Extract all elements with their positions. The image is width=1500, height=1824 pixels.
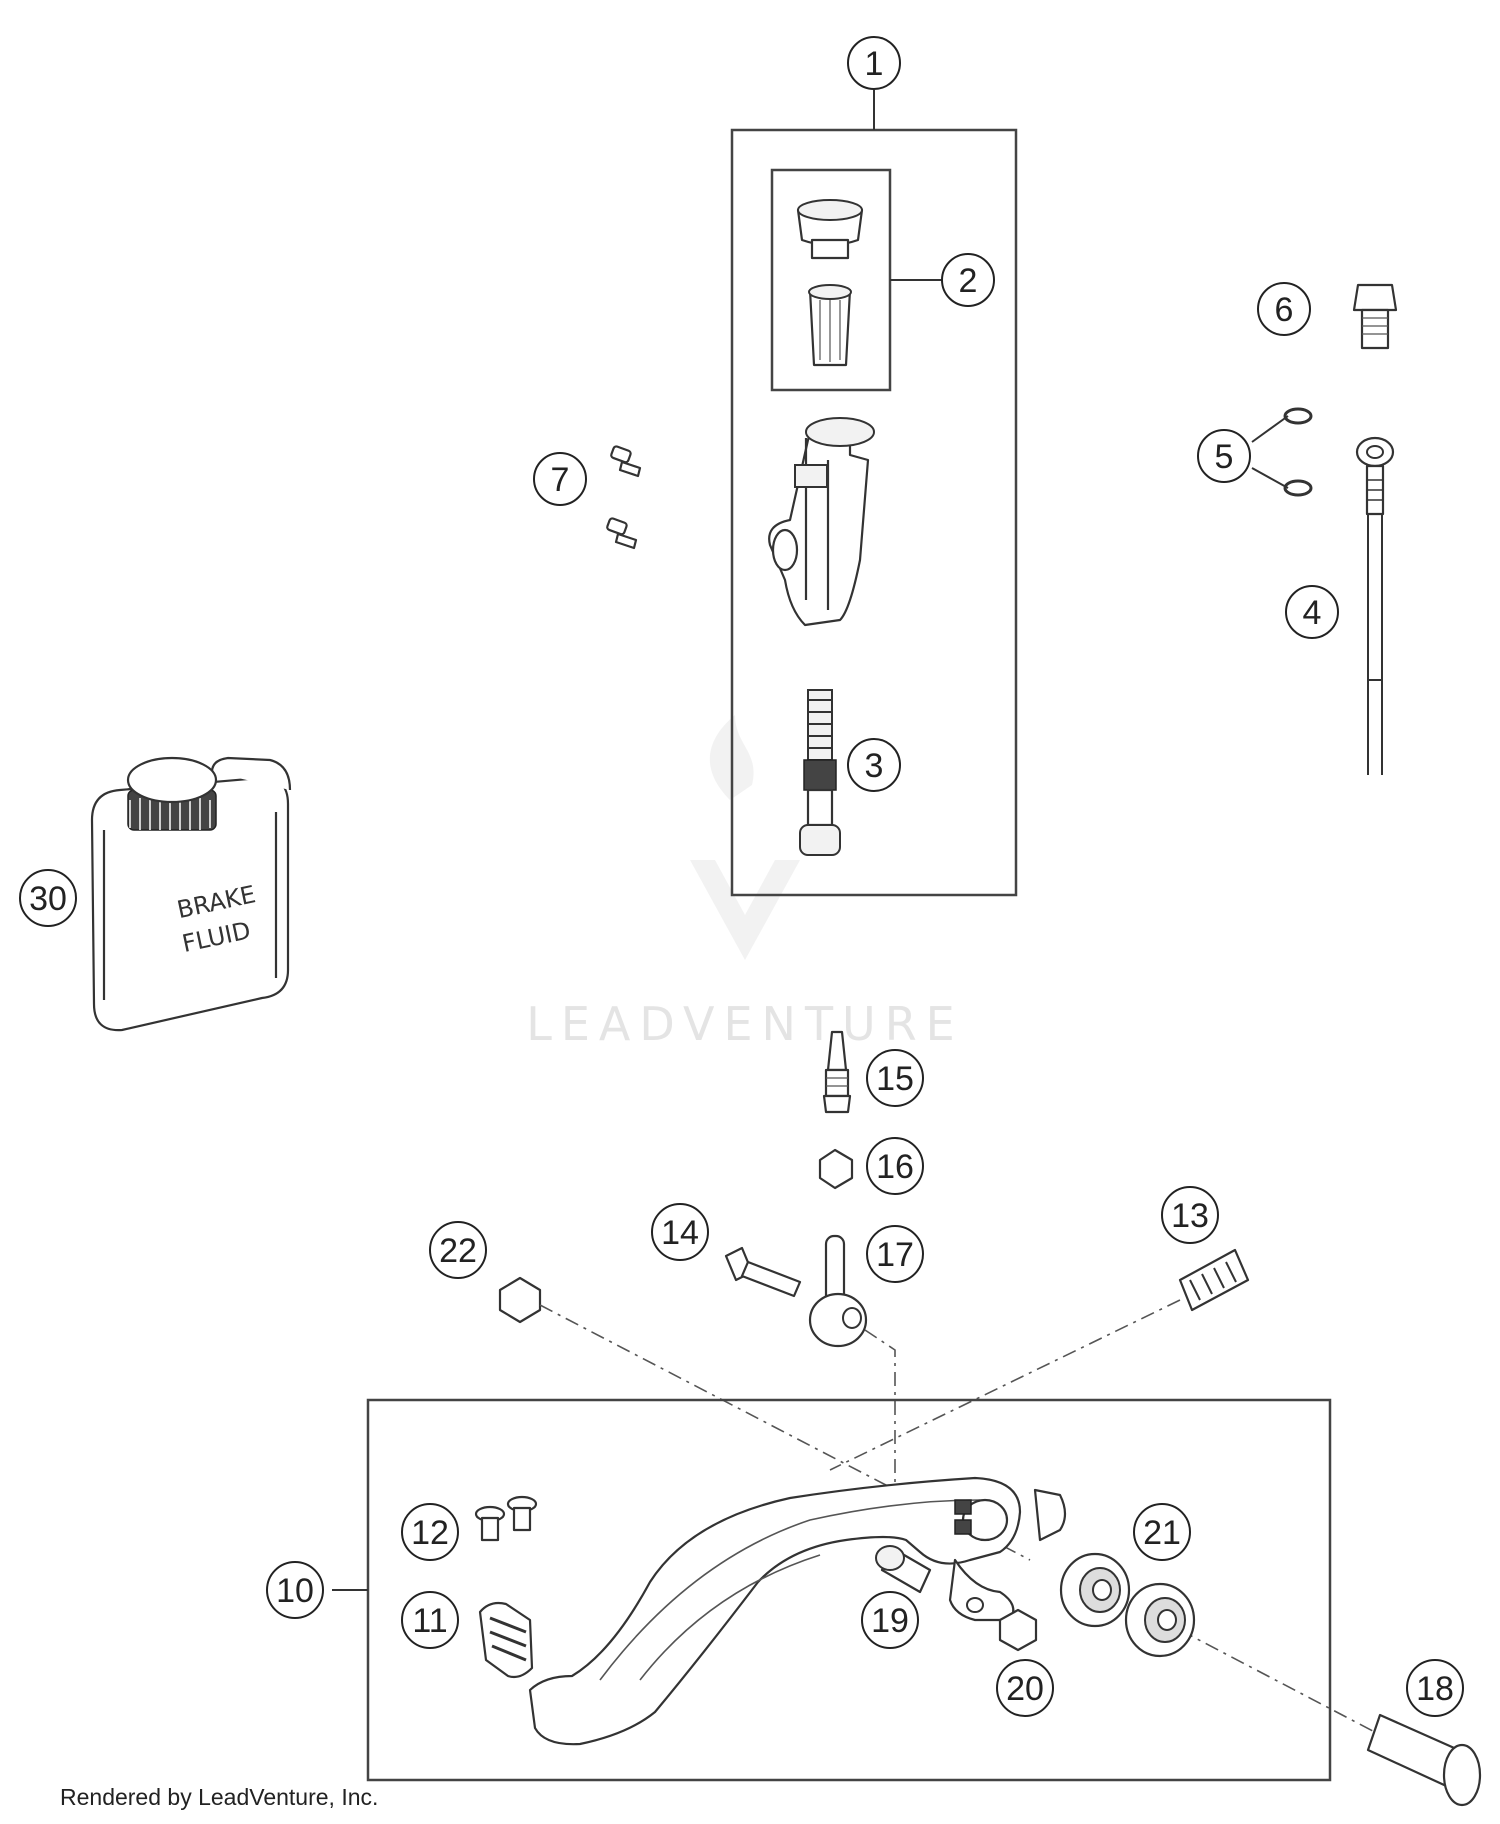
svg-text:12: 12	[411, 1514, 449, 1552]
callout-7: 7	[533, 452, 587, 506]
callout-20: 20	[996, 1659, 1054, 1717]
callout-22: 22	[429, 1221, 487, 1279]
svg-text:18: 18	[1416, 1670, 1454, 1708]
callout-11: 11	[401, 1591, 459, 1649]
svg-text:2: 2	[959, 262, 978, 300]
screws-part-12	[474, 1495, 538, 1542]
nut-part-16	[818, 1148, 854, 1190]
sealing-rings-part	[1283, 407, 1313, 497]
assembly-line-17	[864, 1329, 896, 1500]
render-credit: Rendered by LeadVenture, Inc.	[60, 1784, 379, 1810]
svg-text:4: 4	[1303, 594, 1322, 632]
piston-spring-part	[799, 689, 841, 856]
callout-10: 10	[266, 1561, 324, 1619]
svg-text:7: 7	[551, 461, 570, 499]
push-rod-part	[808, 1234, 868, 1348]
banjo-bolt-part	[1352, 283, 1398, 350]
screws-part-7	[606, 445, 642, 550]
svg-text:14: 14	[661, 1214, 699, 1252]
callout-21: 21	[1133, 1503, 1191, 1561]
svg-text:19: 19	[871, 1602, 909, 1640]
watermark-text: LEADVENTURE	[526, 997, 964, 1051]
callout-16: 16	[866, 1137, 924, 1195]
brake-fluid-can-part: BRAKE FLUID	[90, 756, 292, 1032]
callout-3: 3	[847, 738, 901, 792]
callout-13: 13	[1161, 1186, 1219, 1244]
nut-part-22	[498, 1276, 542, 1324]
master-cylinder-body-part	[768, 417, 875, 627]
svg-text:11: 11	[412, 1602, 447, 1640]
bearings-part	[1059, 1552, 1196, 1658]
svg-text:1: 1	[865, 45, 884, 83]
callout-1: 1	[847, 36, 901, 90]
callout-17: 17	[866, 1225, 924, 1283]
svg-text:30: 30	[29, 880, 67, 918]
brake-pedal-part	[528, 1476, 1067, 1746]
assembly-line-18	[1179, 1629, 1391, 1741]
pedal-step-part	[478, 1601, 534, 1679]
svg-text:20: 20	[1006, 1670, 1044, 1708]
pin-part-19	[875, 1545, 932, 1594]
callout-4: 4	[1285, 585, 1339, 639]
callout-19: 19	[861, 1591, 919, 1649]
svg-text:6: 6	[1275, 291, 1294, 329]
callout-12: 12	[401, 1503, 459, 1561]
nut-part-20	[998, 1608, 1038, 1652]
svg-text:16: 16	[876, 1148, 914, 1186]
bolt-part-14	[724, 1246, 802, 1298]
svg-text:21: 21	[1143, 1514, 1181, 1552]
svg-text:13: 13	[1171, 1197, 1209, 1235]
watermark-logo	[690, 715, 800, 960]
callout-30: 30	[19, 869, 77, 927]
svg-text:15: 15	[876, 1060, 914, 1098]
callout-14: 14	[651, 1203, 709, 1261]
assembly-line-13	[829, 1299, 1181, 1471]
pivot-axle-part	[1366, 1713, 1482, 1807]
callout-5: 5	[1197, 429, 1251, 483]
return-spring-part	[1178, 1248, 1250, 1312]
brake-line-part	[1355, 436, 1395, 775]
reservoir-cap-part	[796, 199, 864, 367]
svg-text:10: 10	[276, 1572, 314, 1610]
svg-text:5: 5	[1215, 438, 1234, 476]
brake-lever-kit-frame	[366, 1398, 1332, 1782]
callout-6: 6	[1257, 282, 1311, 336]
svg-text:3: 3	[865, 747, 884, 785]
callout-2: 2	[941, 253, 995, 307]
svg-text:22: 22	[439, 1232, 477, 1270]
callout-18: 18	[1406, 1659, 1464, 1717]
callout-15: 15	[866, 1049, 924, 1107]
bleeder-screw-part	[822, 1030, 852, 1114]
leader-5	[1251, 415, 1289, 489]
svg-text:17: 17	[876, 1236, 914, 1274]
assembly-line-22	[539, 1304, 1031, 1561]
